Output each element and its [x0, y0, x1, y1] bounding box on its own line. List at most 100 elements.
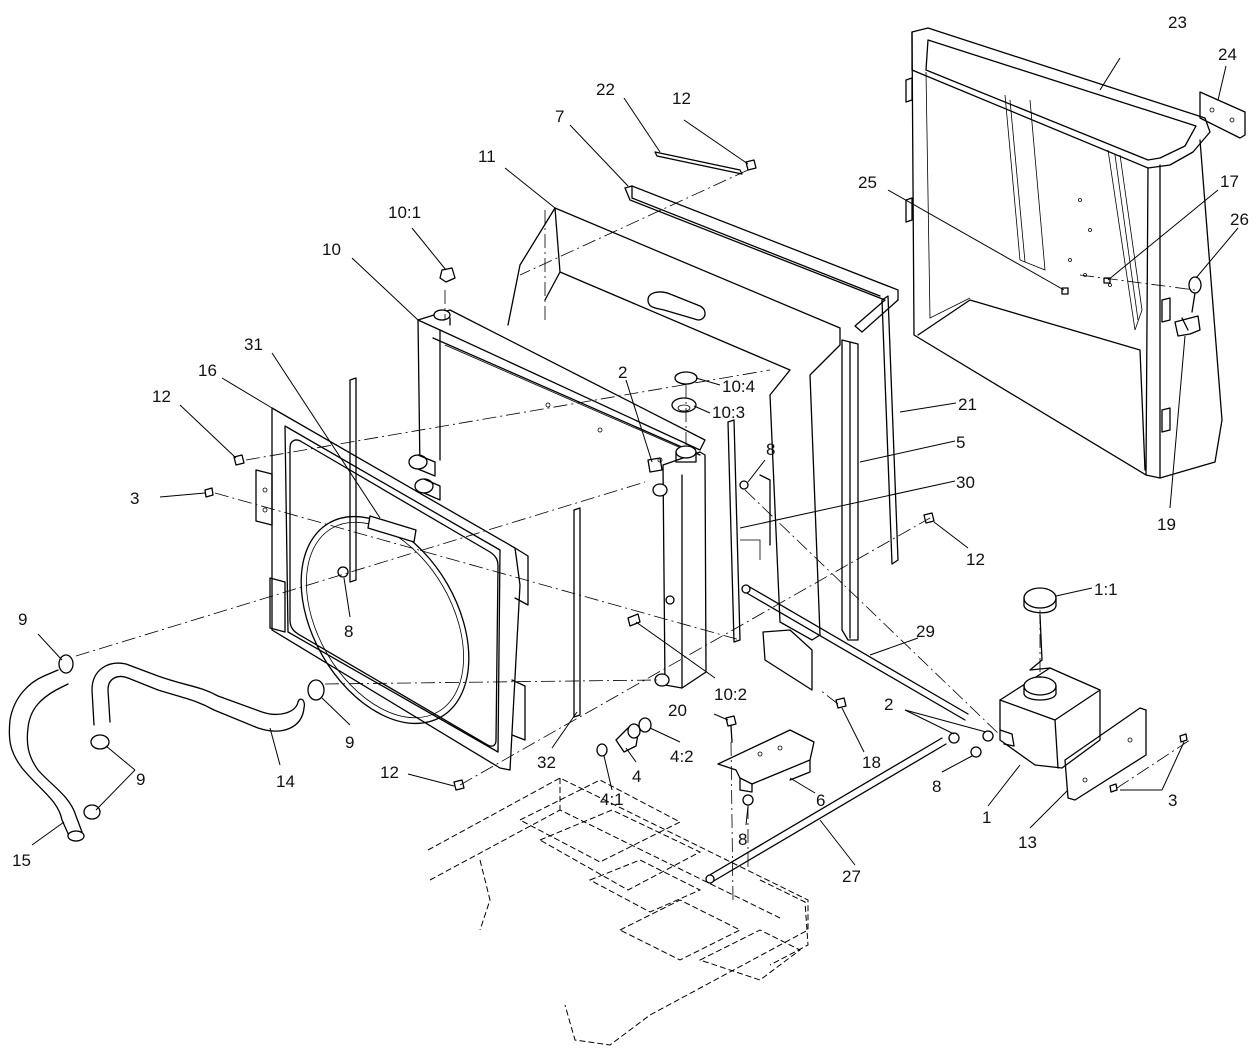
leader-14: [269, 727, 281, 766]
part-30-seal: [727, 419, 741, 643]
leader-8a: [747, 459, 766, 483]
leader-9b: [321, 697, 351, 726]
callout-2: 2: [884, 695, 893, 714]
leader-13: [1029, 789, 1069, 829]
leader-1-1: [1055, 587, 1093, 597]
leader-4-2: [649, 727, 681, 743]
callout-22: 22: [596, 80, 615, 99]
callout-4-1: 4:1: [600, 790, 624, 809]
part-3-screw-right-b: [1109, 783, 1118, 793]
leader-7: [569, 124, 629, 187]
leader-24: [1217, 65, 1227, 101]
leader-12a: [683, 119, 749, 165]
callout-31: 31: [244, 335, 263, 354]
part-10-2-drain: [627, 613, 641, 627]
part-10-4-cap-seal: [674, 371, 698, 385]
part-10-radiator: [417, 309, 707, 689]
part-10-3-radiator-cap: [671, 397, 697, 413]
leader-15: [31, 821, 65, 846]
part-15-hose-end: [67, 830, 85, 842]
leader-12d: [407, 773, 455, 787]
callout-10-4: 10:4: [722, 377, 755, 396]
leader-23: [1099, 57, 1121, 91]
leader-10-3: [693, 405, 711, 414]
callout-9: 9: [18, 610, 27, 629]
leader-18: [841, 707, 865, 753]
part-8-nut-tank: [970, 746, 982, 758]
callout-30: 30: [956, 473, 975, 492]
callout-3: 3: [130, 489, 139, 508]
callout-10-3: 10:3: [712, 403, 745, 422]
leader-3b-2: [1161, 741, 1185, 791]
part-12-bolt-bottom: [453, 779, 465, 791]
part-8-nut-frame: [739, 480, 749, 490]
part-8-nut-fan: [337, 566, 349, 578]
callout-25: 25: [858, 173, 877, 192]
leader-8c: [941, 755, 973, 773]
callout-5: 5: [956, 433, 965, 452]
callout-10-2: 10:2: [714, 685, 747, 704]
part-23-shroud: [905, 27, 1223, 479]
part-4-2-oring: [638, 717, 652, 733]
part-4-fitting: [615, 723, 641, 753]
callout-23: 23: [1168, 13, 1187, 32]
callout-24: 24: [1218, 45, 1237, 64]
callout-8: 8: [932, 777, 941, 796]
leader-2b-2: [904, 709, 987, 733]
leader-16: [221, 377, 273, 409]
callout-17: 17: [1220, 172, 1239, 191]
callout-2: 2: [618, 363, 627, 382]
callout-18: 18: [862, 753, 881, 772]
part-22-strip: [654, 151, 743, 175]
callout-14: 14: [276, 772, 295, 791]
callout-labels: 23 24 22 12 7 11 25 17 26 10:1 10 31 16 …: [12, 13, 1249, 886]
part-17-fastener: [1103, 277, 1111, 284]
callout-13: 13: [1018, 833, 1037, 852]
callout-26: 26: [1230, 210, 1249, 229]
leader-31: [271, 352, 381, 519]
part-8-nut-bracket: [742, 794, 754, 806]
callout-12: 12: [672, 89, 691, 108]
callout-11: 11: [478, 147, 496, 166]
callout-10: 10: [322, 240, 341, 259]
leader-21: [899, 402, 957, 413]
part-12-bolt-left: [233, 454, 245, 466]
part-10-1-plug: [439, 267, 456, 283]
assembly-centerlines: [75, 169, 1196, 901]
part-27-rod: [705, 737, 947, 884]
callout-12: 12: [152, 387, 171, 406]
leader-11: [504, 167, 556, 209]
part-19-latch: [1174, 315, 1201, 337]
part-18-bolt: [835, 697, 847, 709]
callout-15: 15: [12, 851, 31, 870]
part-9-clamp-a: [58, 654, 74, 674]
callout-27: 27: [842, 867, 861, 886]
seal-strip-left: [349, 377, 357, 583]
part-11-frame: [507, 207, 841, 691]
part-5-channel: [841, 339, 859, 641]
part-24-bracket: [1199, 91, 1246, 139]
part-16-fan-ring: [300, 515, 470, 725]
callout-4-2: 4:2: [670, 747, 694, 766]
leader-10-1: [411, 227, 447, 271]
leader-lines: [31, 57, 1239, 866]
part-15-hose: [8, 669, 83, 839]
leader-2a: [625, 379, 653, 463]
part-9-clamp-c: [90, 734, 110, 750]
part-9-clamp-d: [83, 804, 101, 820]
leader-26: [1195, 227, 1239, 279]
leader-9c-2: [95, 769, 136, 811]
part-20-bolt: [725, 715, 737, 743]
part-2-nut-pair: [948, 730, 994, 744]
leader-5: [859, 440, 956, 463]
part-29-rod: [741, 584, 969, 721]
part-21-seal: [881, 295, 899, 565]
leader-6: [789, 777, 816, 794]
part-1-coolant-tank: [999, 667, 1101, 769]
leader-2b-1: [904, 709, 955, 735]
leader-4-1: [603, 755, 613, 791]
callout-7: 7: [555, 107, 564, 126]
part-31-label: [367, 515, 417, 543]
